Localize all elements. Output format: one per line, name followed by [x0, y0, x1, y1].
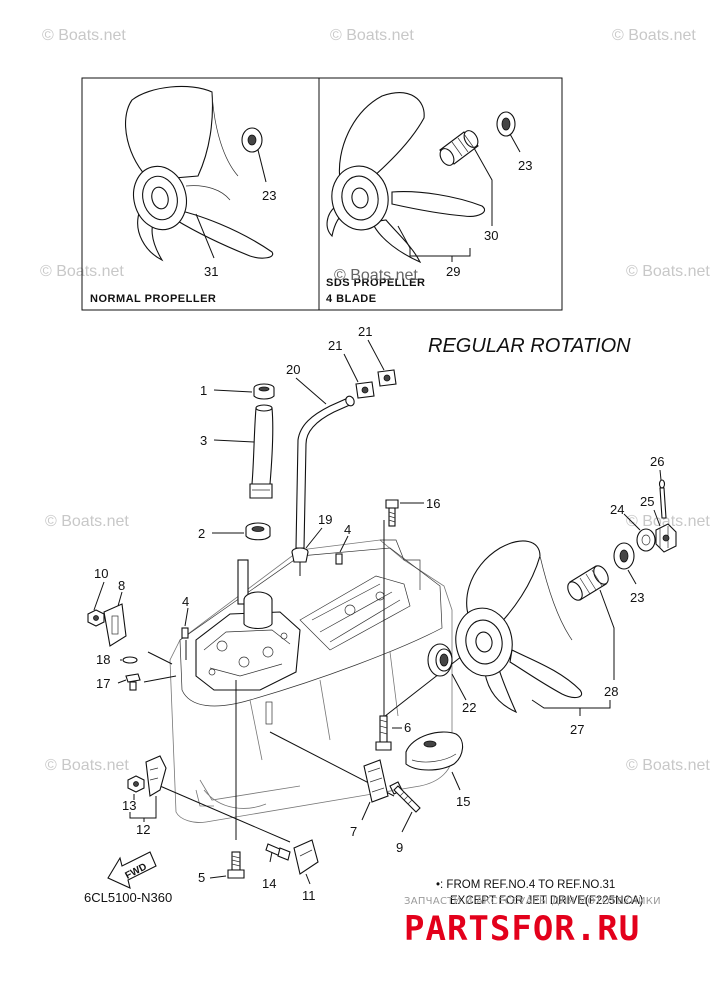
callout-8: 8: [118, 578, 125, 593]
sds-propeller-label-line2: 4 BLADE: [326, 293, 377, 305]
sds-propeller-label: SDS PROPELLER: [326, 277, 425, 289]
part-11-cover: [293, 839, 319, 875]
part-7-cover: [363, 759, 389, 803]
callout-9: 9: [396, 840, 403, 855]
spline-bushing-drawing: [439, 130, 479, 166]
part-13-nut: [127, 775, 145, 793]
part-15-anode: [405, 731, 464, 771]
callout-21: 21: [358, 324, 372, 339]
callout-10: 10: [94, 566, 108, 581]
normal-propeller-box: 23 31 NORMAL PROPELLER: [81, 77, 320, 311]
normal-propeller-label: NORMAL PROPELLER: [90, 293, 216, 305]
watermark: © Boats.net: [330, 27, 414, 44]
callout-14: 14: [262, 876, 276, 891]
footer-brand-logo: PARTSFOR.RU: [404, 909, 640, 949]
diagram-code: 6CL5100-N360: [84, 890, 172, 905]
part-21-rubber-clip: [377, 369, 397, 387]
callout-15: 15: [456, 794, 470, 809]
callout-12: 12: [136, 822, 150, 837]
part-3-water-tube: [249, 404, 274, 499]
part-25-castle-nut: [655, 523, 677, 553]
part-18-o-ring: [122, 656, 138, 664]
callout-4: 4: [182, 594, 189, 609]
part-17-screw: [125, 673, 141, 691]
rotation-title: REGULAR ROTATION: [428, 335, 631, 357]
part-4-dowel-pin: [335, 553, 343, 565]
propeller-3-blade-drawing: [125, 85, 274, 262]
callout-5: 5: [198, 870, 205, 885]
guide-lines: [143, 520, 481, 843]
callout-23: 23: [630, 590, 644, 605]
callout-25: 25: [640, 494, 654, 509]
part-1-bushing: [253, 383, 275, 400]
part-22-thrust-washer: [427, 643, 453, 677]
part-28-spline-bushing: [567, 565, 609, 601]
note-line-1: •: FROM REF.NO.4 TO REF.NO.31: [436, 879, 615, 891]
part-19-grommet: [291, 547, 309, 563]
callout-1: 1: [200, 383, 207, 398]
callout-17: 17: [96, 676, 110, 691]
callout-11: 11: [302, 888, 316, 903]
callout-28: 28: [604, 684, 618, 699]
part-23-spline-washer: [613, 542, 635, 570]
part-12-trim-tab-bracket: [145, 755, 167, 797]
part-8-bracket: [103, 603, 127, 647]
callout-23: 23: [262, 188, 276, 203]
part-20-cooling-tube: [295, 395, 355, 549]
main-propeller-drawing: [455, 540, 582, 714]
callout-29: 29: [446, 264, 460, 279]
fwd-arrow[interactable]: FWD: [107, 851, 157, 889]
callout-31: 31: [204, 264, 218, 279]
watermark: © Boats.net: [45, 757, 129, 774]
watermark: © Boats.net: [45, 513, 129, 530]
callout-3: 3: [200, 433, 207, 448]
callout-13: 13: [122, 798, 136, 813]
callout-23: 23: [518, 158, 532, 173]
watermark: © Boats.net: [626, 757, 710, 774]
callout-24: 24: [610, 502, 624, 517]
callout-7: 7: [350, 824, 357, 839]
part-4-dowel-pin: [181, 627, 189, 639]
part-24-washer: [636, 528, 656, 552]
callout-21: 21: [328, 338, 342, 353]
callout-22: 22: [462, 700, 476, 715]
part-16-bolt: [385, 499, 399, 527]
callout-27: 27: [570, 722, 584, 737]
callout-6: 6: [404, 720, 411, 735]
part-2-grommet: [245, 522, 271, 541]
spline-washer-drawing: [241, 127, 263, 153]
part-5-bolt: [227, 851, 245, 879]
watermark: © Boats.net: [334, 267, 418, 284]
part-14-screw: [265, 843, 291, 861]
part-26-cotter-pin: [658, 479, 667, 519]
watermark: © Boats.net: [626, 263, 710, 280]
note-line-2: EXCEPT FOR JET DRIVE(F225NCA): [450, 895, 643, 907]
spline-washer-drawing: [496, 111, 516, 137]
callout-30: 30: [484, 228, 498, 243]
part-10-nut: [87, 609, 105, 627]
lower-casing-drawing: [169, 539, 453, 823]
callout-4: 4: [344, 522, 351, 537]
callout-19: 19: [318, 512, 332, 527]
sds-propeller-box: 23 30 29 SDS PROPELLER 4 BLADE © Boats.n…: [318, 77, 563, 311]
footer-cyrillic: ЗАПЧАСТИ И АКСЕССУАРЫ ДЛЯ МОТОТЕХНИКИ: [404, 896, 661, 907]
part-6-bolt: [375, 715, 392, 751]
callout-16: 16: [426, 496, 440, 511]
callout-18: 18: [96, 652, 110, 667]
watermark: © Boats.net: [626, 513, 710, 530]
part-21-rubber-clip: [355, 381, 375, 399]
watermark: © Boats.net: [42, 27, 126, 44]
callout-20: 20: [286, 362, 300, 377]
callout-2: 2: [198, 526, 205, 541]
part-9-bolt: [389, 781, 421, 813]
callout-26: 26: [650, 454, 664, 469]
watermark: © Boats.net: [612, 27, 696, 44]
propeller-4-blade-drawing: [326, 92, 486, 264]
